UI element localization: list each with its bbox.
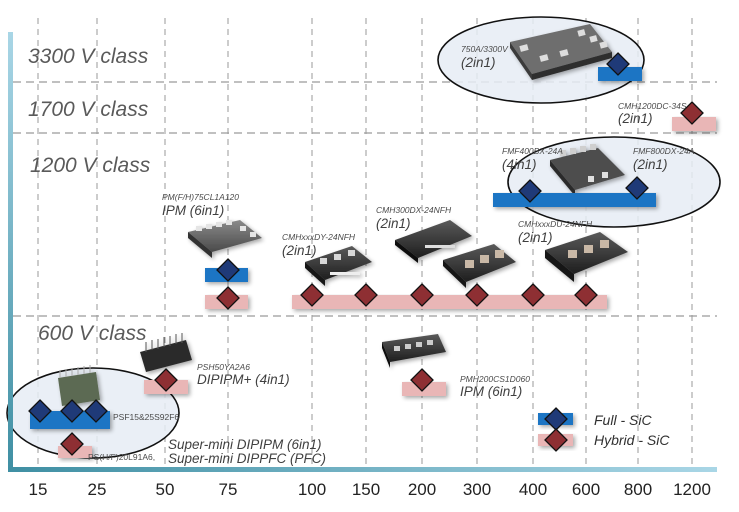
x-axis-line [8,467,717,472]
hybrid-sic-marker-ppsh50 [154,368,178,392]
module-image-pm75 [188,220,262,258]
x-tick-label: 600 [571,480,601,499]
module-image-fmf800 [550,144,625,196]
hybrid-sic-marker-pcmhdy [300,283,324,307]
class-label-600v: 600 V class [38,322,147,345]
hybrid-sic-marker-pcmh300 [410,283,434,307]
full-sic-marker-ppsf [28,399,52,423]
type-label-fmf800: (2in1) [633,157,668,172]
module-image-psf [58,365,100,406]
hybrid-sic-marker-p1700 [680,101,704,125]
legend-label-hybrid-sic: Hybrid - SiC [594,432,670,448]
part-label-fmf400: FMF400BX-24A [502,146,563,156]
type-label-cmh300: (2in1) [376,216,411,231]
full-sic-marker-ppm75 [216,258,240,282]
part-label-psh50: PSH50YA2A6 [197,362,250,372]
x-tick-label: 50 [155,480,175,499]
hybrid-sic-bar-1700v [672,117,716,131]
hybrid-sic-marker-pcmh300 [465,283,489,307]
type-label-1700v: (2in1) [618,111,653,126]
full-sic-marker-pfmf800 [625,176,649,200]
part-label-psf: PSF15&25S92F6 [113,412,180,422]
x-tick-label: 800 [623,480,653,499]
x-tick-label: 100 [297,480,327,499]
x-tick-label: 75 [218,480,238,499]
hybrid-sic-marker-pcmhdy [354,283,378,307]
type-label-cmhdu: (2in1) [518,230,553,245]
type-label-pmh200: IPM (6in1) [460,384,523,399]
full-sic-marker-p3300 [606,52,630,76]
part-label-cmhdy: CMHxxxDY-24NFH [282,232,356,242]
x-tick-label: 400 [518,480,548,499]
x-tick-label: 300 [462,480,492,499]
type-label-psh50: DIPIPM+ (4in1) [197,372,290,387]
type-label-pm75: IPM (6in1) [162,203,225,218]
part-label-cmh300: CMH300DX-24NFH [376,205,452,215]
hybrid-sic-marker-ppm75 [216,286,240,310]
x-tick-label: 200 [407,480,437,499]
part-label-3300v: 750A/3300V [461,44,508,54]
legend-full-sic-marker [544,407,568,431]
hybrid-sic-bar-1200v-cmh [292,295,607,309]
hybrid-sic-marker-pps20 [60,432,84,456]
part-label-fmf800: FMF800DX-24A [633,146,695,156]
full-sic-bar-fmf [493,193,656,207]
y-axis-line [8,32,13,472]
module-image-pmh200 [382,334,446,368]
legend-hybrid-sic-marker [544,428,568,452]
hybrid-sic-marker-pcmhdu [574,283,598,307]
product-markers [28,52,704,456]
module-image-psh50 [140,333,192,372]
type-label-3300v: (2in1) [461,55,496,70]
full-sic-bar-3300v [598,67,642,81]
type-label-cmhdy: (2in1) [282,243,317,258]
x-tick-label: 1200 [673,480,711,499]
x-tick-label: 150 [351,480,381,499]
x-tick-label: 15 [28,480,48,499]
note-supermini-dippfc: Super-mini DIPPFC (PFC) [168,451,327,466]
legend-label-full-sic: Full - SiC [594,412,652,428]
hybrid-sic-marker-pcmhdu [521,283,545,307]
part-label-ps20: PS(H/F)20L91A6, [88,452,156,462]
type-label-fmf400: (4in1) [502,157,537,172]
module-image-cmhdu [545,232,628,282]
class-label-3300v: 3300 V class [28,45,149,68]
module-image-cmh300 [395,220,472,263]
class-label-1200v: 1200 V class [30,154,151,177]
x-tick-label: 25 [87,480,107,499]
note-supermini-dipipm: Super-mini DIPIPM (6in1) [168,437,322,452]
part-label-pm75: PM(F/H)75CL1A120 [162,192,240,202]
class-label-1700v: 1700 V class [28,98,149,121]
module-image-cmhdy [305,246,372,286]
part-label-cmhdu: CMHxxxDU-24NFH [518,219,593,229]
hybrid-sic-marker-ppmh200 [410,368,434,392]
module-image-3300v [510,24,612,80]
part-label-1700v: CMH1200DC-34S [618,101,687,111]
full-sic-marker-ppsf [60,399,84,423]
full-sic-marker-ppsf [84,399,108,423]
module-image-cmh-mid [443,244,516,288]
full-sic-marker-pfmf400 [518,179,542,203]
part-label-pmh200: PMH200CS1D060 [460,374,530,384]
